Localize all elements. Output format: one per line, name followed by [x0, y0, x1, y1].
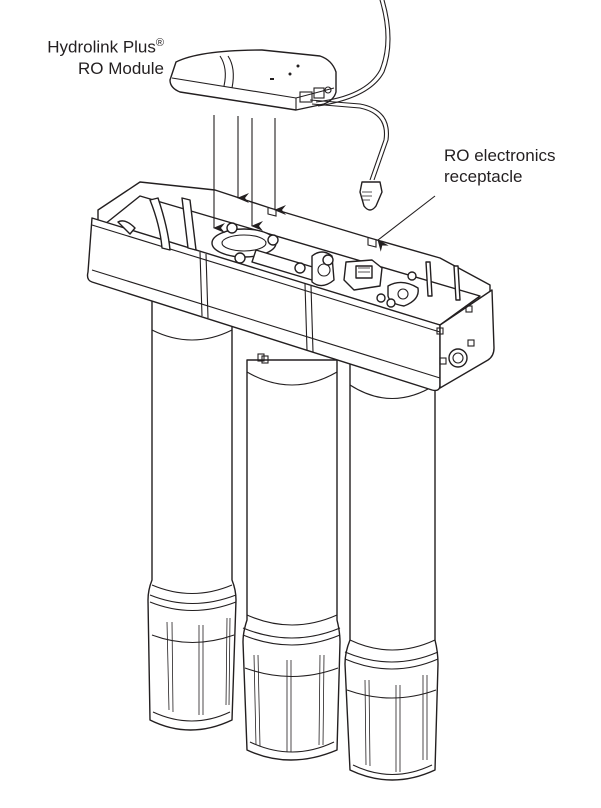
callout-receptacle-line1: RO electronics: [444, 146, 556, 165]
insertion-arrows: [213, 115, 286, 233]
receptacle-leader-line: [377, 195, 436, 252]
callout-module-line2: RO Module: [78, 58, 164, 78]
receptacle-callout: RO electronics receptacle: [444, 145, 555, 187]
water-port: [448, 348, 468, 368]
filter-cartridge-center: [242, 355, 341, 761]
ro-electronics-receptacle: [343, 259, 383, 291]
callout-receptacle-line2: receptacle: [444, 167, 523, 186]
filter-cartridge-left: [147, 299, 237, 731]
power-cable: [315, 0, 391, 107]
registered-mark: ®: [155, 37, 164, 49]
callout-module-line1: Hydrolink Plus: [47, 37, 156, 57]
hydrolink-plus-module: [169, 49, 337, 111]
manifold-housing: [86, 181, 495, 392]
filter-cartridge-right: [344, 359, 439, 781]
connector-cable: [309, 99, 389, 181]
module-cable-plug: [359, 181, 383, 211]
hydrolink-module-callout: Hydrolink Plus® RO Module: [16, 33, 164, 79]
